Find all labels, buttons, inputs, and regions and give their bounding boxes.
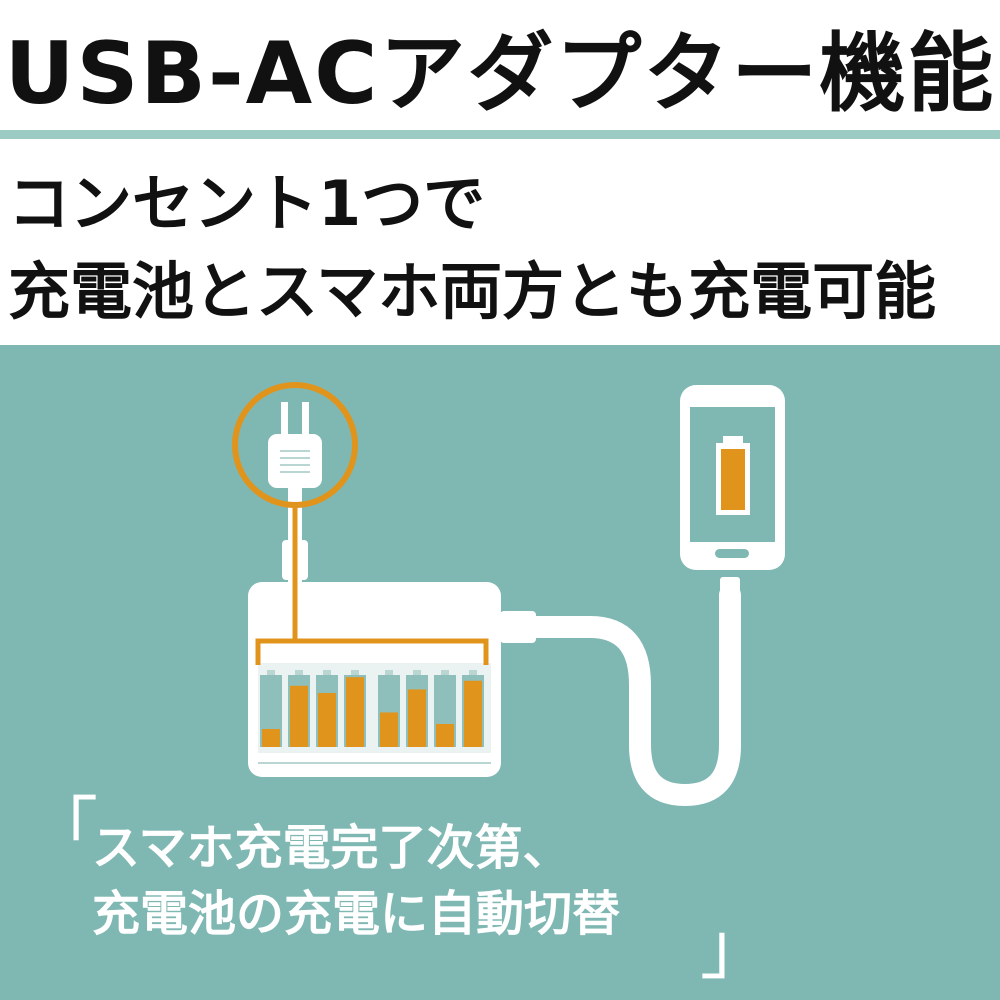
battery-level	[290, 685, 308, 747]
battery-slots	[260, 670, 484, 747]
battery-cap	[267, 670, 275, 675]
battery-cap	[441, 670, 449, 675]
battery-level	[380, 712, 398, 747]
battery-level	[436, 723, 454, 747]
battery-cap	[351, 670, 359, 675]
subtitle-line-1: コンセント1つで	[8, 167, 486, 240]
caption-close-bracket: 」	[700, 907, 770, 989]
battery-level	[318, 693, 336, 747]
illustration-panel: 「 スマホ充電完了次第、 充電池の充電に自動切替 」	[0, 345, 1000, 1000]
usb-cable-icon	[500, 577, 741, 807]
subtitle-line-2: 充電池とスマホ両方とも充電可能	[8, 255, 937, 328]
battery-cap	[469, 670, 477, 675]
caption-line-2: 充電池の充電に自動切替	[92, 886, 621, 942]
battery-cap	[413, 670, 421, 675]
battery-cap	[323, 670, 331, 675]
title-divider	[0, 130, 1000, 139]
battery-cap	[385, 670, 393, 675]
subtitle: コンセント1つで 充電池とスマホ両方とも充電可能	[8, 160, 998, 336]
caption-line-1: スマホ充電完了次第、	[92, 820, 571, 876]
battery-cap	[295, 670, 303, 675]
battery-level	[262, 729, 280, 747]
battery-level	[408, 689, 426, 747]
page-title: USB-ACアダプター機能	[4, 23, 996, 124]
charger-icon	[248, 505, 501, 777]
caption: スマホ充電完了次第、 充電池の充電に自動切替	[92, 815, 952, 947]
battery-level	[464, 680, 482, 747]
charging-illustration	[232, 382, 785, 807]
phone-battery-icon	[716, 436, 750, 515]
caption-open-bracket: 「	[28, 789, 98, 871]
smartphone-icon	[680, 385, 785, 570]
battery-level	[346, 677, 364, 747]
